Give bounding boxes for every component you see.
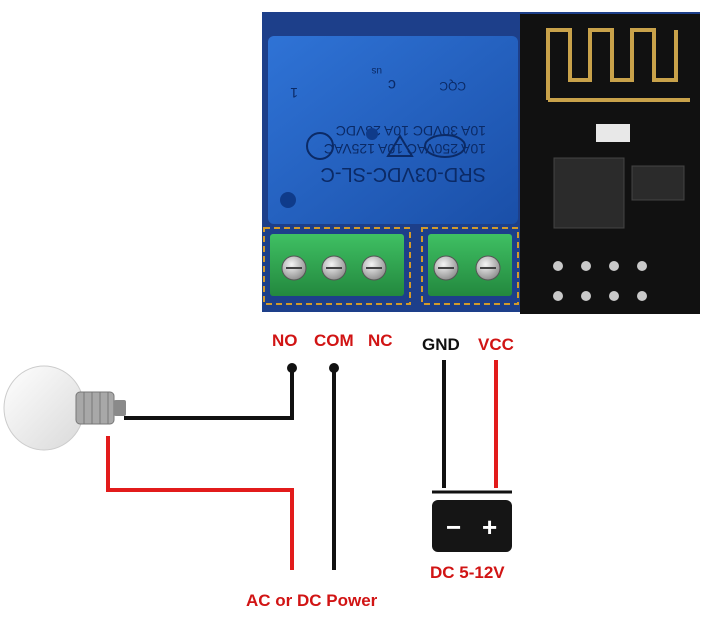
wire-red-bulb: [106, 436, 294, 570]
flash-chip: [631, 165, 685, 201]
battery-minus-sign: −: [446, 512, 461, 542]
relay-rating-line-1: 10A 250VAC 10A 125VAC: [324, 141, 486, 157]
antenna-trace-icon: [546, 28, 690, 102]
label-vcc: VCC: [478, 335, 514, 354]
dc-battery-icon: − +: [432, 490, 512, 552]
relay-cert-mark-2: CQC: [439, 79, 466, 93]
dc-voltage-label: DC 5-12V: [430, 563, 505, 582]
label-com: COM: [314, 331, 354, 350]
cert-logo-icon: [306, 132, 466, 160]
label-nc: NC: [368, 331, 393, 350]
light-bulb-icon: [3, 365, 126, 451]
relay-cert-mark-1b: us: [371, 65, 382, 76]
relay-pin-mark: 1: [290, 85, 298, 101]
label-no: NO: [272, 331, 298, 350]
relay-model-text: SRD-03VDC-SL-C: [320, 163, 486, 185]
battery-plus-sign: +: [482, 512, 497, 542]
wire-node-no: [287, 363, 297, 373]
ac-dc-power-label: AC or DC Power: [246, 591, 378, 610]
crystal: [596, 124, 630, 142]
power-terminal-block: [421, 227, 519, 305]
relay-dot-1: [366, 128, 378, 140]
wire-black-no: [124, 368, 294, 420]
relay-cert-mark-1: c: [388, 76, 396, 93]
relay-terminal-block: [263, 227, 411, 305]
wire-node-com: [329, 363, 339, 373]
relay-body: [268, 36, 518, 224]
relay-rating-line-2: 10A 30VDC 10A 28VDC: [336, 123, 486, 139]
relay-dot-2: [280, 192, 296, 208]
esp-01-module: [520, 14, 700, 314]
esp-chip: [553, 157, 625, 229]
esp-header-pins: [553, 261, 647, 301]
label-gnd: GND: [422, 335, 460, 354]
